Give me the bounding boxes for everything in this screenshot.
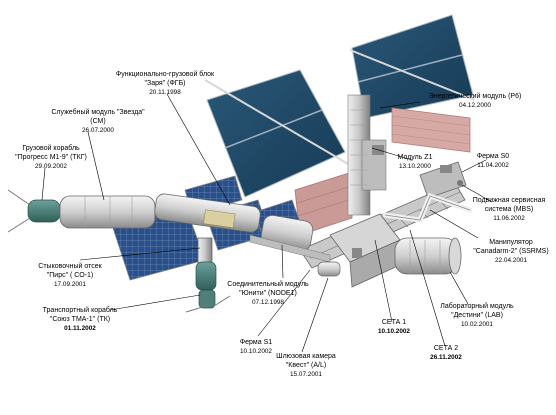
label-lab: Лабораторный модуль "Дестини" (LAB) 10.0… [434,302,520,329]
label-canadarm: Манипулятор "Canadarm-2" (SSRMS) 22.04.2… [468,238,554,265]
label-progress-date: 29.09.2002 [35,163,67,170]
label-ceta2-title: СЕТА 2 [433,345,459,352]
label-progress-title2: "Прогресс М1-9" (ТКГ) [15,154,87,161]
z1-mast [347,94,387,216]
label-quest-title: Шлюзовая камера [276,353,336,360]
label-mbs-title2: система (MBS) [484,206,534,213]
label-ceta1: СЕТА 1 10.10.2002 [366,318,422,336]
label-unity-title2: "Юнити" (NODE1) [239,290,297,297]
label-z1: Модуль Z1 13.10.2000 [390,153,440,171]
label-pirs: Стыковочный отсек "Пирс" ( СО-1) 17.09.2… [30,262,110,289]
label-lab-title2: "Дестини" (LAB) [451,312,503,319]
canadarm2 [382,192,473,223]
label-s1: Ферма S1 10.10.2002 [228,338,284,356]
leader-lines [41,93,493,353]
p6-radiator [391,107,471,153]
label-p6-date: 04.12.2000 [459,102,491,109]
label-progress-title: Грузовой корабль [22,145,80,152]
quest-airlock [317,261,341,277]
zarya-module [154,193,261,233]
label-s0: Ферма S0 11.04.2002 [468,152,518,170]
label-fgb-date: 20.11.1998 [149,89,181,96]
label-z1-date: 13.10.2000 [399,163,431,170]
soyuz-spacecraft [185,261,231,313]
label-unity-title: Соединительный модуль [227,281,309,288]
label-pirs-title: Стыковочный отсек [38,263,102,270]
pirs-docking-compartment [197,237,213,264]
label-fgb-title: Функционально-грузовой блок [115,71,215,78]
label-mbs: Подвижная сервисная система (MBS) 11.06.… [466,196,552,223]
label-quest-date: 15.07.2001 [290,371,322,378]
label-s0-title: Ферма S0 [476,153,510,160]
label-ceta1-title: СЕТА 1 [381,319,407,326]
label-mbs-date: 11.06.2002 [493,215,525,222]
label-zvezda-date: 26.07.2000 [82,127,114,134]
label-lab-date: 10.02.2001 [461,321,493,328]
label-soyuz-title2: "Союз ТМА-1" (ТК) [49,316,111,323]
label-unity-date: 07.12.1998 [252,299,284,306]
label-s1-title: Ферма S1 [239,339,273,346]
label-quest: Шлюзовая камера "Квест" (A/L) 15.07.2001 [270,352,342,379]
label-canadarm-date: 22.04.2001 [495,257,527,264]
label-p6-title: Энергетический модуль (Р6) [428,93,522,100]
label-fgb: Функционально-грузовой блок "Заря" (ФГБ)… [105,70,225,97]
label-zvezda: Служебный модуль "Звезда" (СМ) 26.07.200… [38,108,158,135]
label-canadarm-title2: "Canadarm-2" (SSRMS) [473,248,549,255]
label-unity: Соединительный модуль "Юнити" (NODE1) 07… [222,280,314,307]
label-s1-date: 10.10.2002 [240,348,272,355]
zvezda-module [59,195,156,229]
label-progress: Грузовой корабль "Прогресс М1-9" (ТКГ) 2… [6,144,96,171]
label-pirs-date: 17.09.2001 [54,281,86,288]
label-pirs-title2: "Пирс" ( СО-1) [46,272,94,279]
label-fgb-title2: "Заря" (ФГБ) [144,80,186,87]
label-ceta1-date: 10.10.2002 [378,328,410,335]
label-soyuz-title: Транспортный корабль [42,307,118,314]
destiny-lab-module [394,237,462,275]
label-soyuz: Транспортный корабль "Союз ТМА-1" (ТК) 0… [30,306,130,333]
label-p6: Энергетический модуль (Р6) 04.12.2000 [420,92,530,110]
label-soyuz-date: 01.11.2002 [64,325,96,332]
p6-solar-array-left [204,69,356,198]
label-mbs-title: Подвижная сервисная [472,197,546,204]
label-zvezda-title2: (СМ) [90,118,106,125]
label-ceta2: СЕТА 2 26.11.2002 [418,344,474,362]
p6-solar-array-right [349,14,476,119]
label-z1-title: Модуль Z1 [397,154,433,161]
label-zvezda-title: Служебный модуль "Звезда" [51,109,145,116]
label-canadarm-title: Манипулятор [489,239,533,246]
label-lab-title: Лабораторный модуль [440,303,514,310]
label-ceta2-date: 26.11.2002 [430,354,462,361]
label-quest-title2: "Квест" (A/L) [285,362,327,369]
mbs-platform [419,161,467,199]
progress-spacecraft [7,189,61,233]
label-s0-date: 11.04.2002 [477,162,509,169]
